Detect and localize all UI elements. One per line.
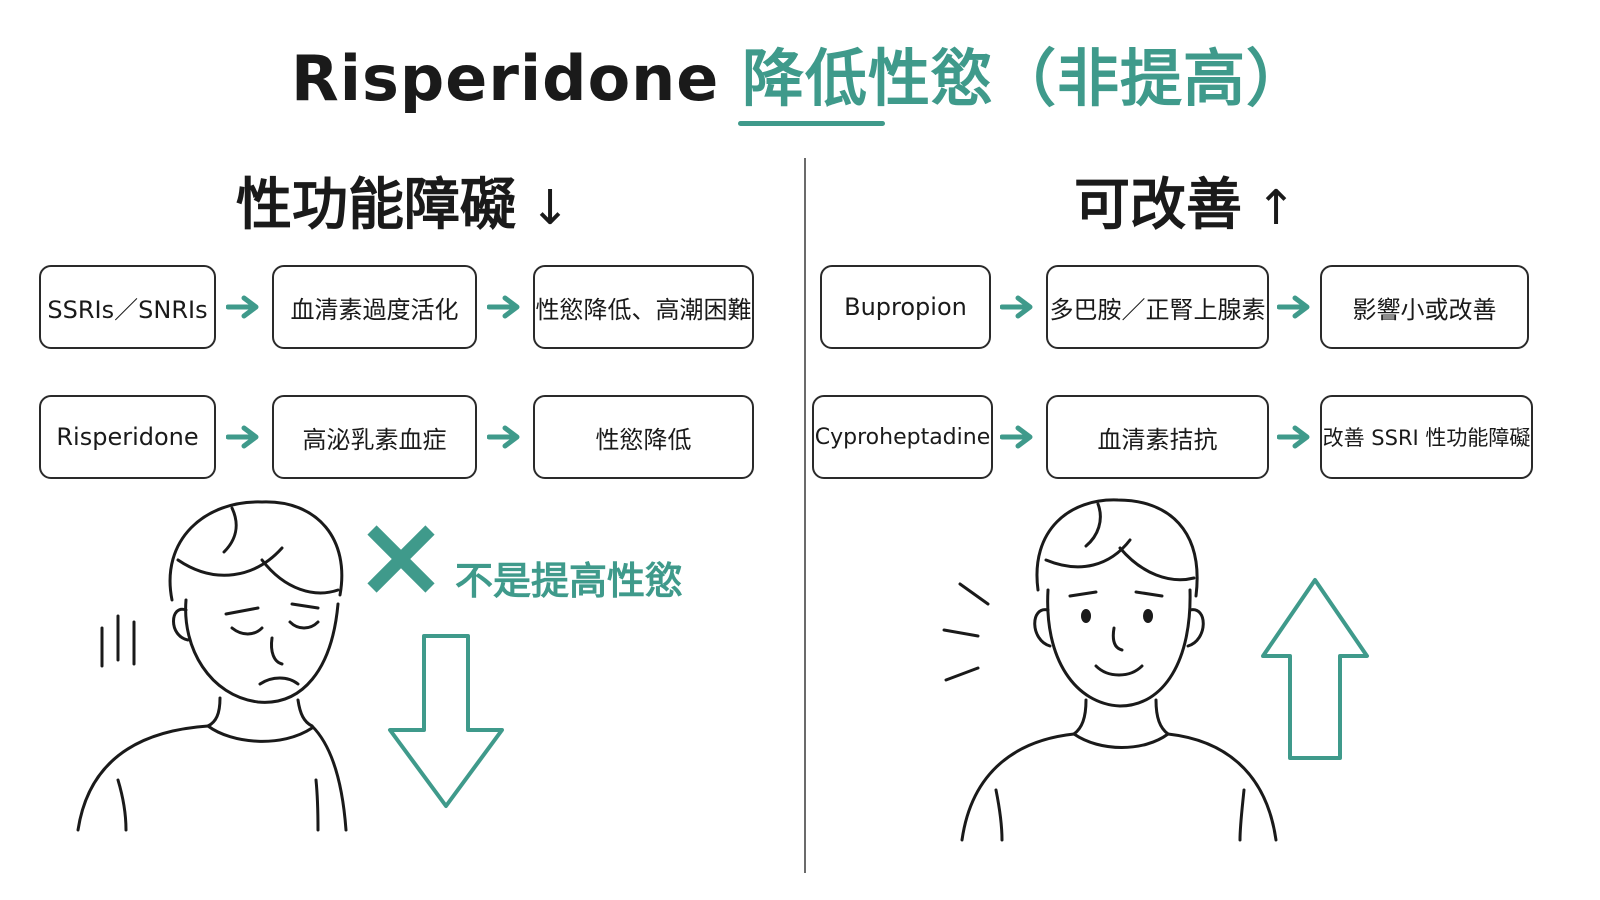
flow-box-label: 影響小或改善 [1352,295,1497,324]
left-heading-text: 性功能障礙 [236,173,516,238]
flow-box-label: 高泌乳素血症 [302,425,447,454]
flow-box-label: Cyproheptadine [814,424,991,450]
down-arrow-icon: ↓ [530,180,571,236]
flow-box-label: Bupropion [844,293,967,321]
title-underline [738,121,885,126]
center-divider [804,158,806,873]
flow-box-ssris: SSRIs／SNRIs [39,265,216,349]
flow-box-label: 改善 SSRI 性功能障礙 [1322,426,1531,450]
not-increase-libido-label: 不是提高性慾 [455,559,684,603]
right-arrow-icon [1277,295,1310,319]
right-arrow-icon [487,295,520,319]
up-arrow-icon: ↑ [1256,180,1297,236]
flow-box-serotonin-overactivation: 血清素過度活化 [272,265,477,349]
happy-person-eyes [1081,609,1153,623]
right-arrow-icon [226,295,259,319]
left-heading: 性功能障礙↓ [236,160,570,241]
flow-box-label: 性慾降低 [595,425,692,454]
happy-person-illustration [942,498,1278,842]
right-arrow-icon [226,425,259,449]
flow-box-dopamine-norepinephrine: 多巴胺／正腎上腺素 [1046,265,1269,349]
right-heading-text: 可改善 [1074,173,1242,238]
down-arrow-icon [388,634,504,808]
title-accent: 降低性慾（非提高） [741,42,1309,115]
flow-box-bupropion: Bupropion [820,265,991,349]
flow-box-risperidone: Risperidone [39,395,216,479]
right-arrow-icon [1277,425,1310,449]
flow-box-label: 多巴胺／正腎上腺素 [1049,295,1266,324]
flow-box-label: SSRIs／SNRIs [47,295,208,324]
flow-box-improve-ssri-dysfunction: 改善 SSRI 性功能障礙 [1320,395,1533,479]
right-arrow-icon [1000,295,1033,319]
page-title: Risperidone 降低性慾（非提高） [0,28,1600,118]
flow-box-minimal-effect: 影響小或改善 [1320,265,1529,349]
right-arrow-icon [1000,425,1033,449]
flow-box-label: 血清素拮抗 [1097,425,1218,454]
cross-icon [367,525,435,593]
sad-person-illustration [76,500,348,832]
right-heading: 可改善↑ [1074,160,1296,241]
flow-box-label: 性慾降低、高潮困難 [535,295,752,324]
flow-box-hyperprolactinemia: 高泌乳素血症 [272,395,477,479]
flow-box-libido-decrease: 性慾降低 [533,395,754,479]
flow-box-cyproheptadine: Cyproheptadine [812,395,993,479]
flow-box-label: 血清素過度活化 [290,295,459,324]
flow-box-label: Risperidone [56,423,199,451]
up-arrow-icon [1261,578,1369,760]
title-drug: Risperidone [291,42,720,115]
flow-box-serotonin-antagonism: 血清素拮抗 [1046,395,1269,479]
right-arrow-icon [487,425,520,449]
flow-box-libido-orgasm: 性慾降低、高潮困難 [533,265,754,349]
